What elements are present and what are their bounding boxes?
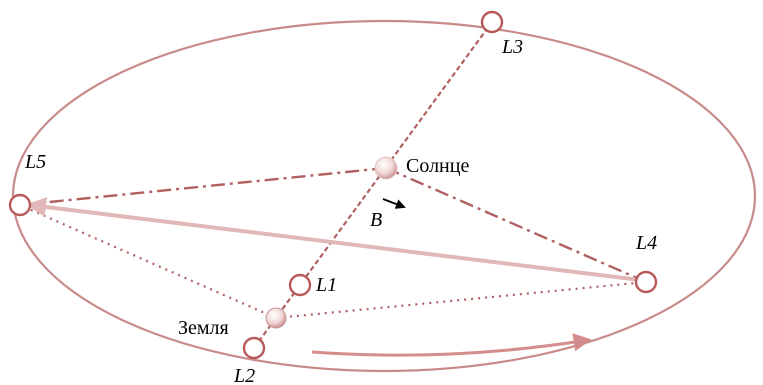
vector-b-arrow [383, 199, 404, 207]
earth-label: Земля [178, 317, 229, 339]
l5-label: L5 [24, 151, 46, 173]
l1-point-marker [290, 275, 310, 295]
l1-label: L1 [315, 274, 337, 296]
sun-to-l5-line [20, 168, 386, 205]
sun-body [375, 157, 397, 179]
l3-point-marker [482, 12, 502, 32]
orbit-ellipse [13, 21, 755, 371]
l5-point-marker [10, 195, 30, 215]
l4-point-marker [636, 272, 656, 292]
vector-b-label: B [370, 209, 382, 231]
l4-to-l5-arrow [30, 205, 640, 280]
sun-label: Солнце [406, 155, 469, 177]
sun-earth-axis-line [254, 22, 492, 348]
l3-label: L3 [501, 36, 523, 58]
l2-point-marker [244, 338, 264, 358]
earth-body [266, 308, 286, 328]
l4-label: L4 [635, 232, 657, 254]
l2-label: L2 [233, 365, 255, 385]
earth-to-l5-line [20, 205, 276, 318]
